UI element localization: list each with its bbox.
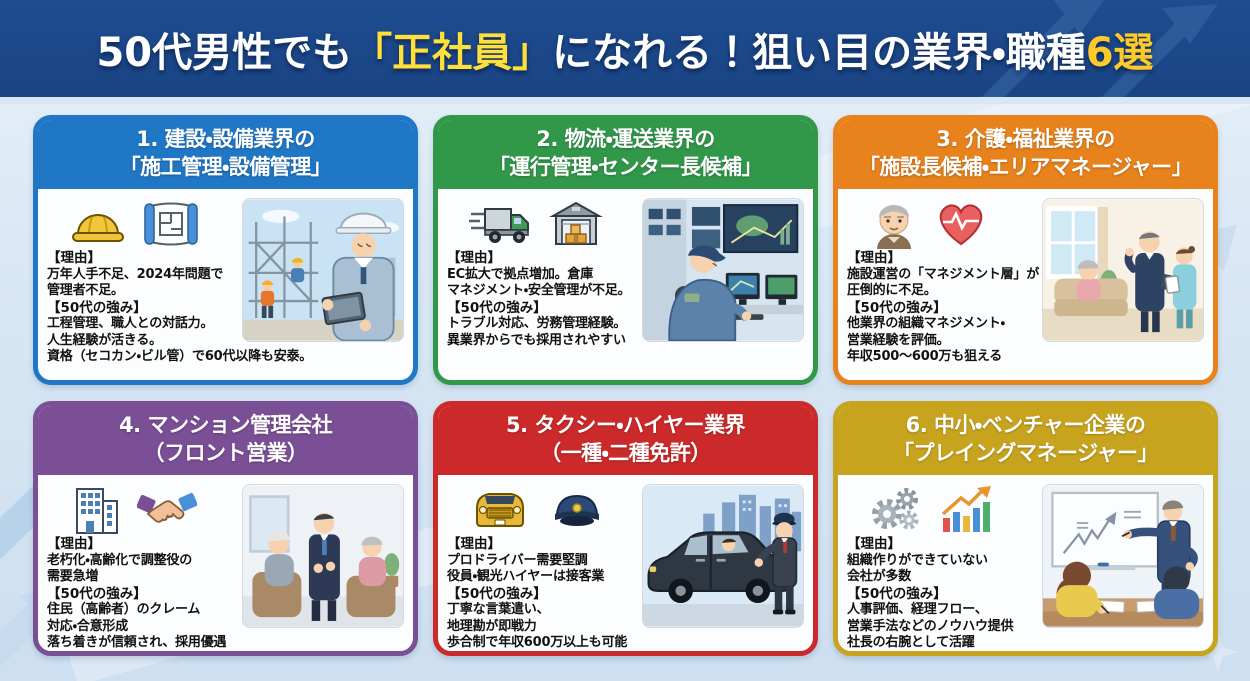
reason-label: 【理由】 [447,536,501,553]
strength-text: 他業界の組織マネジメント・ 営業経験を評価。 年収500〜600万も狙える [847,316,1005,365]
building-icon [76,488,118,535]
reason-text: 組織作りができていない 会社が多数 [847,552,988,585]
card-grid: 1. 建設・設備業界の 「施工管理・設備管理」 [0,97,1250,656]
card-care-welfare: 3. 介護・福祉業界の 「施設長候補・エリアマネージャー」 [833,115,1218,385]
card-title-line2: （フロント営業） [143,440,309,465]
title-banner: 50代男性でも「正社員」になれる！狙い目の業界・職種6選 [0,0,1250,104]
illustration-taxi-driver [642,484,804,629]
card-title-line1: 4. マンション管理会社 [119,413,332,437]
strength-label: 【50代の強み】 [847,585,947,602]
strength-text: 丁寧な言葉遣い、 地理勘が即戦力 歩合制で年収600万以上も可能 [447,602,628,651]
icon-row [47,484,240,536]
strength-label: 【50代の強み】 [447,299,547,316]
title-count: 6選 [1085,29,1154,76]
icon-row [447,484,640,536]
card-title-line1: 3. 介護・福祉業界の [936,127,1115,151]
card-title-line2: （一種・二種免許） [540,440,711,465]
card-body: 【理由】 万年人手不足、2024年問題で 管理者不足。 【50代の強み】 工程管… [38,192,413,380]
strength-label: 【50代の強み】 [847,299,947,316]
card-body: 【理由】 施設運営の「マネジメント層」が 圧倒的に不足。 【50代の強み】 他業… [838,192,1213,380]
reason-label: 【理由】 [47,250,101,267]
illustration-residents-meeting [242,484,404,629]
strength-label: 【50代の強み】 [47,299,147,316]
card-title-line1: 6. 中小・ベンチャー企業の [905,413,1146,437]
strength-label: 【50代の強み】 [447,585,547,602]
card-logistics: 2. 物流・運送業界の 「運行管理・センター長候補」 [433,115,818,385]
reason-text: プロドライバー需要堅調 役員・観光ハイヤーは接客業 [447,552,605,585]
title-middle: になれる！狙い目の業界・職種 [552,29,1086,76]
card-construction: 1. 建設・設備業界の 「施工管理・設備管理」 [33,115,418,385]
card-title-line2: 「運行管理・センター長候補」 [488,154,763,179]
icon-row [847,484,1040,536]
reason-text: 万年人手不足、2024年問題で 管理者不足。 [47,266,224,299]
card-body: 【理由】 EC拡大で拠点増加。倉庫 マネジメント・安全管理が不足。 【50代の強… [438,192,813,380]
growth-chart-icon [941,486,991,533]
driver-cap-icon [555,495,599,527]
illustration-construction-site [242,198,404,343]
card-title-line1: 1. 建設・設備業界の [136,127,315,151]
reason-label: 【理由】 [847,536,901,553]
card-header: 4. マンション管理会社 （フロント営業） [38,406,413,479]
card-body: 【理由】 プロドライバー需要堅調 役員・観光ハイヤーは接客業 【50代の強み】 … [438,478,813,651]
reason-text: 施設運営の「マネジメント層」が 圧倒的に不足。 [847,266,1040,299]
illustration-whiteboard-presentation [1042,484,1204,629]
icon-row [447,198,640,250]
warehouse-icon [549,202,603,246]
card-condo-management: 4. マンション管理会社 （フロント営業） [33,401,418,656]
card-body: 【理由】 老朽化・高齢化で調整役の 需要急増 【50代の強み】 住民（高齢者）の… [38,478,413,651]
strength-text: トラブル対応、労務管理経験。 異業界からでも採用されやすい [447,316,627,348]
reason-text: EC拡大で拠点増加。倉庫 マネジメント・安全管理が不足。 [447,266,631,299]
card-header: 1. 建設・設備業界の 「施工管理・設備管理」 [38,120,413,193]
card-title-line2: 「施工管理・設備管理」 [119,154,332,179]
taxi-icon [476,493,524,528]
reason-label: 【理由】 [447,250,501,267]
card-header: 6. 中小・ベンチャー企業の 「プレイングマネージャー」 [838,406,1213,479]
illustration-care-facility [1042,198,1204,343]
card-header: 2. 物流・運送業界の 「運行管理・センター長候補」 [438,120,813,193]
gears-icon [872,488,919,530]
strength-text: 工程管理、職人との対話力。 人生経験が活きる。 資格（セコカン・ビル管）で60代… [47,316,313,365]
card-sme-venture: 6. 中小・ベンチャー企業の 「プレイングマネージャー」 [833,401,1218,656]
card-body: 【理由】 組織作りができていない 会社が多数 【50代の強み】 人事評価、経理フ… [838,478,1213,651]
hard-hat-icon [72,214,124,243]
strength-text: 人事評価、経理フロー、 営業手法などのノウハウ提供 社長の右腕として活躍 [847,602,1014,651]
page-title: 50代男性でも「正社員」になれる！狙い目の業界・職種6選 [96,20,1153,78]
card-title-line2: 「施設長候補・エリアマネージャー」 [858,154,1193,179]
elderly-man-icon [877,205,911,250]
illustration-logistics-control-room [642,198,804,343]
icon-row [47,198,240,250]
icon-row [847,198,1040,250]
card-title-line2: 「プレイングマネージャー」 [892,440,1159,465]
handshake-icon [137,493,197,524]
heart-pulse-icon [939,204,983,246]
card-title-line1: 5. タクシー・ハイヤー業界 [506,413,746,437]
blueprint-icon [144,202,198,246]
title-prefix: 50代男性でも [96,29,353,76]
card-header: 5. タクシー・ハイヤー業界 （一種・二種免許） [438,406,813,479]
delivery-truck-icon [469,208,529,244]
card-header: 3. 介護・福祉業界の 「施設長候補・エリアマネージャー」 [838,120,1213,193]
reason-label: 【理由】 [847,250,901,267]
card-taxi-hire: 5. タクシー・ハイヤー業界 （一種・二種免許） [433,401,818,656]
title-highlight: 「正社員」 [352,29,553,76]
card-title-line1: 2. 物流・運送業界の [536,127,715,151]
strength-text: 住民（高齢者）のクレーム 対応・合意形成 落ち着きが信頼され、採用優遇 [47,602,227,651]
strength-label: 【50代の強み】 [47,585,147,602]
